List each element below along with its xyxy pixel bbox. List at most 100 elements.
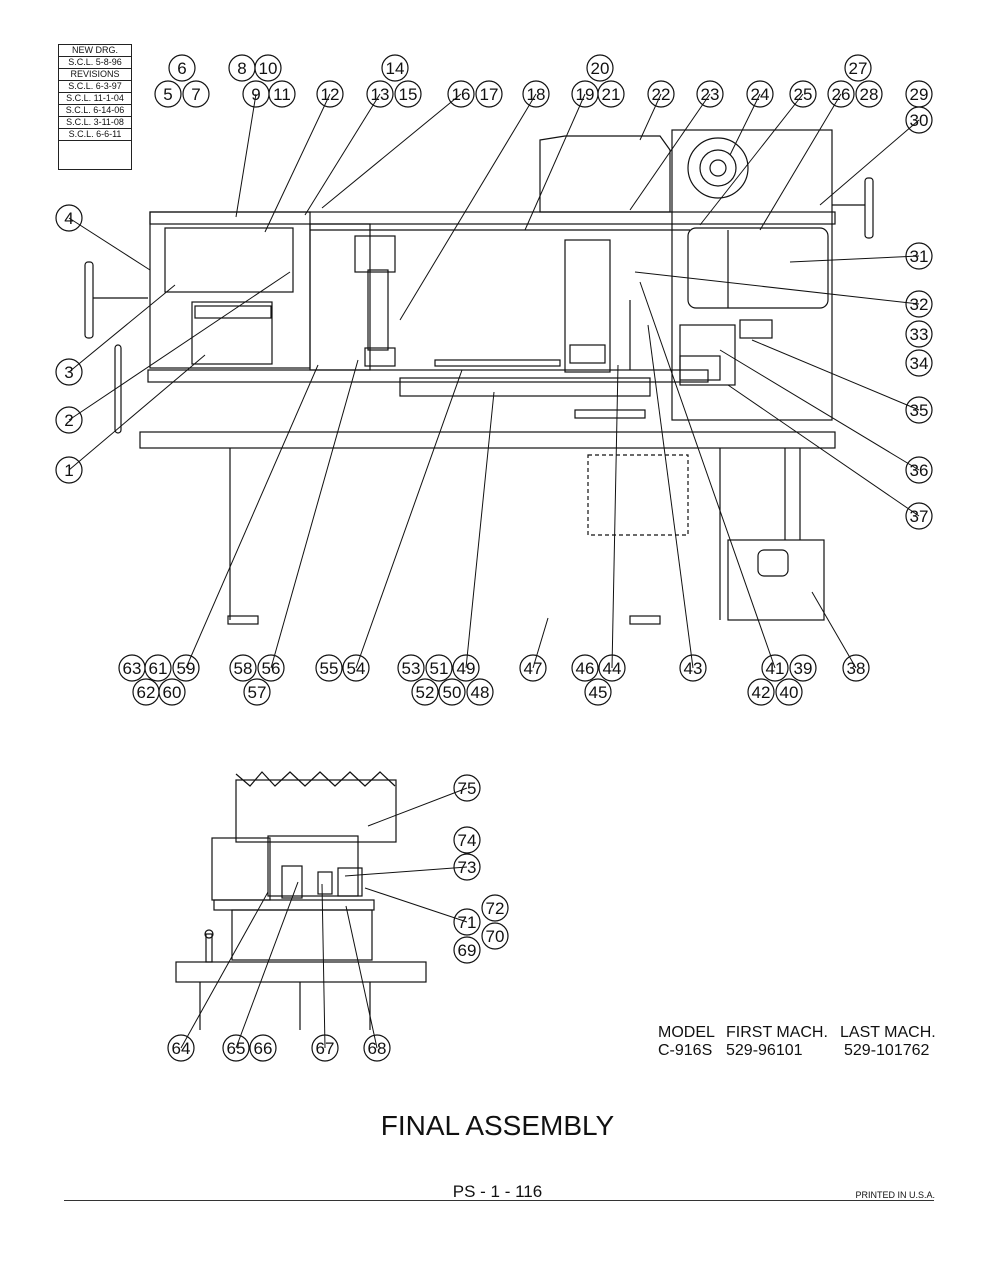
callout-circle xyxy=(249,1034,277,1062)
callout-circle xyxy=(315,654,343,682)
last-mach-value: 529-101762 xyxy=(844,1042,930,1059)
callout-8: 8 xyxy=(228,54,256,82)
callout-number: 3 xyxy=(64,363,73,382)
leader-line xyxy=(819,119,920,206)
callout-number: 48 xyxy=(471,683,490,702)
callout-number: 11 xyxy=(273,85,291,104)
leader-line xyxy=(355,369,463,669)
callout-number: 47 xyxy=(524,659,543,678)
leader-line xyxy=(235,93,257,218)
callout-number: 7 xyxy=(191,85,200,104)
callout-21: 21 xyxy=(597,80,625,108)
callout-circle xyxy=(571,654,599,682)
callout-number: 46 xyxy=(576,659,595,678)
callout-circle xyxy=(789,654,817,682)
callout-70: 70 xyxy=(481,922,509,950)
callout-17: 17 xyxy=(475,80,503,108)
leader-line xyxy=(264,93,331,233)
callout-number: 35 xyxy=(910,401,929,420)
callout-45: 45 xyxy=(584,678,612,706)
leader-line xyxy=(68,284,176,373)
leader-line xyxy=(270,359,359,669)
callout-circle xyxy=(168,54,196,82)
callout-circle xyxy=(411,678,439,706)
first-mach-header: FIRST MACH. xyxy=(726,1024,828,1041)
callout-circle xyxy=(394,80,422,108)
page-title: FINAL ASSEMBLY xyxy=(380,1110,615,1141)
leader-line xyxy=(304,93,381,216)
callout-circle xyxy=(844,54,872,82)
callout-circle xyxy=(584,678,612,706)
model-table-row: C-916S 529-96101 529-101762 xyxy=(658,1042,936,1060)
callout-48: 48 xyxy=(466,678,494,706)
callout-number: 32 xyxy=(910,295,929,314)
callout-number: 58 xyxy=(234,659,253,678)
revision-box-footer xyxy=(58,141,132,169)
leader-line xyxy=(729,93,761,156)
callout-number: 39 xyxy=(794,659,813,678)
callout-27: 27 xyxy=(844,54,872,82)
callout-number: 67 xyxy=(316,1039,335,1058)
callout-number: 14 xyxy=(386,59,405,78)
callout-circle xyxy=(254,54,282,82)
callout-number: 37 xyxy=(910,507,929,526)
callout-circle xyxy=(229,654,257,682)
callout-14: 14 xyxy=(381,54,409,82)
callout-circle xyxy=(243,678,271,706)
callout-circle xyxy=(466,678,494,706)
callout-number: 45 xyxy=(589,683,608,702)
callout-5: 5 xyxy=(154,80,182,108)
callout-circle xyxy=(905,349,933,377)
leader-line xyxy=(321,883,326,1049)
callout-circle xyxy=(144,654,172,682)
callout-circle xyxy=(425,654,453,682)
leader-line xyxy=(185,364,319,669)
callout-42: 42 xyxy=(747,678,775,706)
leader-line xyxy=(699,93,804,226)
callout-circle xyxy=(905,320,933,348)
detail-view-outline xyxy=(175,771,427,1030)
callout-10: 10 xyxy=(254,54,282,82)
callout-number: 51 xyxy=(430,659,449,678)
callout-number: 17 xyxy=(480,85,499,104)
callout-circle xyxy=(268,80,296,108)
callout-circle xyxy=(453,936,481,964)
callout-50: 50 xyxy=(438,678,466,706)
new-drg-date: S.C.L. 5-8-96 xyxy=(59,57,131,69)
callout-66: 66 xyxy=(249,1034,277,1062)
leader-line xyxy=(611,364,619,669)
model-header: MODEL xyxy=(658,1024,715,1041)
callout-19: 19 xyxy=(571,80,599,108)
callout-number: 56 xyxy=(262,659,281,678)
leader-line xyxy=(727,384,920,517)
model-value: C-916S xyxy=(658,1042,713,1059)
page-number: PS - 1 - 116 xyxy=(452,1182,543,1201)
leader-line xyxy=(751,339,920,411)
leader-line xyxy=(364,887,468,923)
callout-circle xyxy=(481,894,509,922)
callout-number: 6 xyxy=(177,59,186,78)
callout-33: 33 xyxy=(905,320,933,348)
revision-entry: S.C.L. 11-1-04 xyxy=(59,93,131,105)
leader-line xyxy=(465,391,495,669)
callout-number: 70 xyxy=(486,927,505,946)
leader-line xyxy=(759,93,842,231)
first-mach-value: 529-96101 xyxy=(726,1042,803,1059)
leader-line xyxy=(180,891,269,1049)
callout-11: 11 xyxy=(268,80,296,108)
last-mach-header: LAST MACH. xyxy=(840,1024,936,1041)
callout-number: 66 xyxy=(254,1039,273,1058)
leader-line xyxy=(399,93,537,321)
leader-line xyxy=(344,866,468,877)
callout-62: 62 xyxy=(132,678,160,706)
callout-number: 68 xyxy=(368,1039,387,1058)
callout-number: 53 xyxy=(402,659,421,678)
leader-line xyxy=(235,881,299,1049)
callout-number: 20 xyxy=(591,59,610,78)
callout-69: 69 xyxy=(453,936,481,964)
callout-circle xyxy=(182,80,210,108)
callout-number: 15 xyxy=(399,85,418,104)
leader-line xyxy=(647,324,694,669)
leader-line xyxy=(68,217,151,271)
callout-7: 7 xyxy=(182,80,210,108)
